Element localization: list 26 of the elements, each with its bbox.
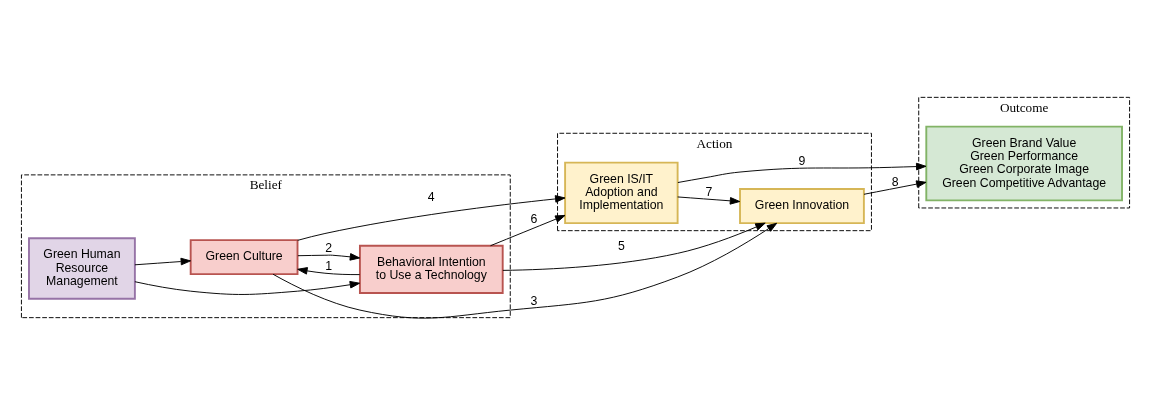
arrow	[297, 252, 361, 261]
arrow	[134, 257, 192, 265]
arrow	[502, 222, 766, 271]
edge-label: 8	[891, 174, 899, 189]
edge-label: 9	[798, 153, 806, 168]
edge-label: 2	[325, 240, 333, 255]
node-box: Green Innovation	[739, 187, 865, 224]
node-box: Behavioral Intention to Use a Technology	[358, 244, 504, 294]
edge-label: 4	[427, 189, 435, 204]
node-box: Green Human Resource Management	[28, 236, 136, 300]
edge-label: 6	[530, 211, 538, 226]
arrow	[677, 195, 741, 205]
edge-label: 7	[705, 184, 713, 199]
edge-label: 5	[617, 238, 625, 253]
arrow	[297, 194, 566, 241]
arrow	[134, 280, 361, 295]
node-box: Green Culture	[189, 238, 299, 275]
arrow	[272, 222, 778, 319]
edge-label: 3	[530, 293, 538, 308]
arrow	[297, 266, 361, 275]
arrow	[677, 162, 927, 183]
arrow	[863, 179, 927, 195]
arrow	[490, 214, 566, 246]
node-box: Green Brand Value Green Performance Green Corporate Image Green Competitive Advantage	[925, 125, 1123, 201]
node-box: Green IS/IT Adoption and Implementation	[564, 161, 679, 224]
edge-label: 1	[325, 258, 333, 273]
